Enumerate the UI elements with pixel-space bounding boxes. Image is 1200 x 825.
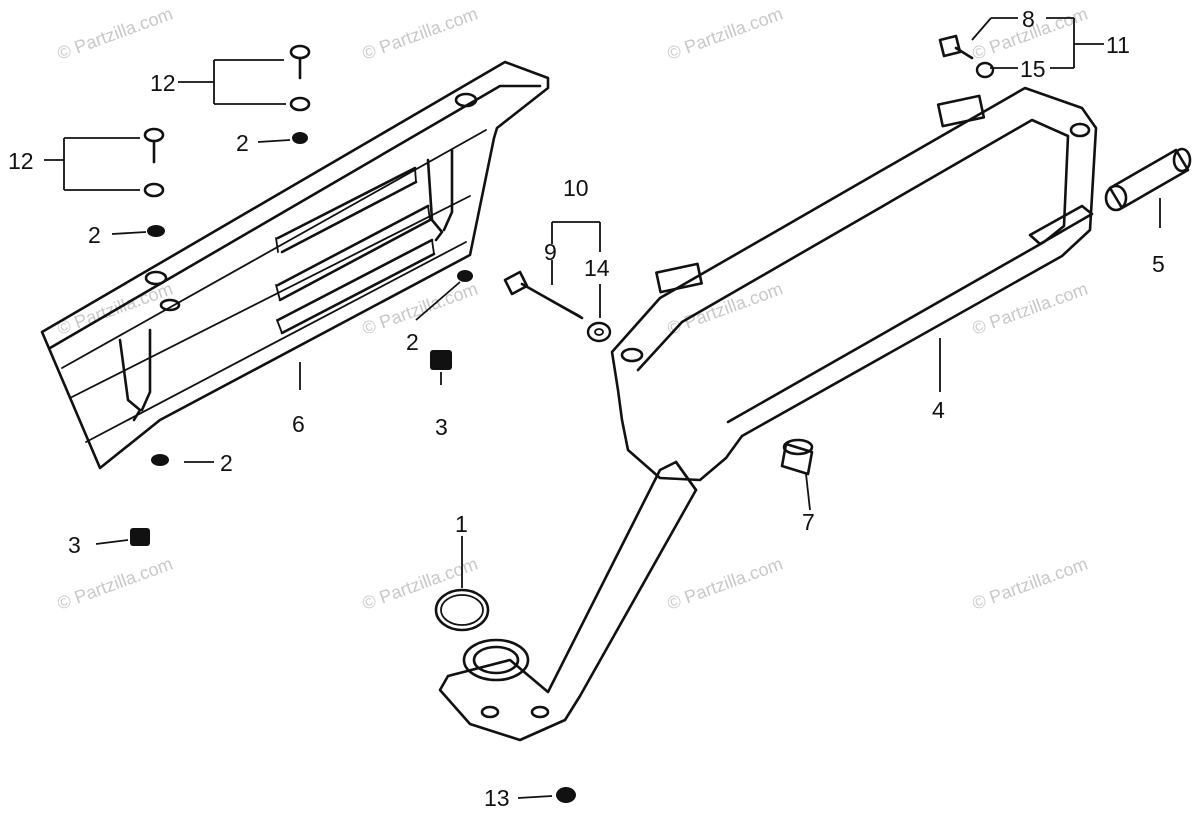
callout-14: 14 — [584, 255, 610, 281]
callout-9: 9 — [544, 239, 557, 265]
callout-12-lower: 12 — [8, 148, 34, 174]
watermark: © Partzilla.com — [55, 278, 176, 338]
part-2-nut[interactable] — [292, 132, 308, 144]
part-3-clip[interactable] — [430, 350, 452, 370]
part-2-nut[interactable] — [151, 454, 169, 466]
watermark: © Partzilla.com — [665, 553, 786, 613]
watermark-layer: © Partzilla.com © Partzilla.com © Partzi… — [55, 3, 1091, 613]
callout-10: 10 — [563, 175, 589, 201]
part-2-nut[interactable] — [457, 270, 473, 282]
callout-2-bottom: 2 — [220, 450, 233, 476]
callout-11: 11 — [1106, 32, 1130, 58]
callout-5: 5 — [1152, 251, 1165, 277]
watermark: © Partzilla.com — [665, 3, 786, 63]
callout-7: 7 — [802, 509, 815, 535]
callout-2-left: 2 — [88, 222, 101, 248]
part-12-screw-top[interactable] — [289, 44, 311, 112]
part-14-washer[interactable] — [586, 321, 612, 343]
part-6-heat-shield[interactable] — [40, 60, 550, 470]
part-2-nut[interactable] — [147, 225, 165, 237]
part-3-clip[interactable] — [130, 528, 150, 546]
callout-15: 15 — [1020, 56, 1046, 82]
callout-12-top: 12 — [150, 70, 176, 96]
watermark: © Partzilla.com — [55, 553, 176, 613]
part-9-bolt[interactable] — [503, 270, 584, 320]
part-12-screw-lower[interactable] — [143, 127, 165, 198]
watermark: © Partzilla.com — [970, 278, 1091, 338]
part-15-washer[interactable] — [975, 61, 995, 79]
part-7-collar[interactable] — [780, 438, 814, 476]
callout-8: 8 — [1022, 6, 1035, 32]
watermark: © Partzilla.com — [970, 553, 1091, 613]
callout-2-center: 2 — [406, 329, 419, 355]
callout-13: 13 — [484, 785, 510, 811]
callout-3-center: 3 — [435, 414, 448, 440]
part-4-muffler[interactable] — [610, 86, 1098, 482]
callout-3-left: 3 — [68, 532, 81, 558]
part-5-pipe-sleeve[interactable] — [1104, 147, 1192, 212]
callout-2-top: 2 — [236, 130, 249, 156]
watermark: © Partzilla.com — [360, 3, 481, 63]
part-8-bolt[interactable] — [938, 34, 974, 60]
callout-1: 1 — [455, 511, 468, 537]
exhaust-pipe[interactable] — [438, 460, 698, 742]
callout-6: 6 — [292, 411, 305, 437]
part-13-nut[interactable] — [556, 787, 576, 803]
watermark: © Partzilla.com — [55, 3, 176, 63]
callout-labels: 12 12 2 2 2 2 3 3 6 10 9 14 8 11 15 5 4 … — [8, 6, 1165, 811]
callout-4: 4 — [932, 397, 945, 423]
leader-lines — [44, 17, 1161, 799]
part-1-gasket[interactable] — [434, 588, 490, 632]
